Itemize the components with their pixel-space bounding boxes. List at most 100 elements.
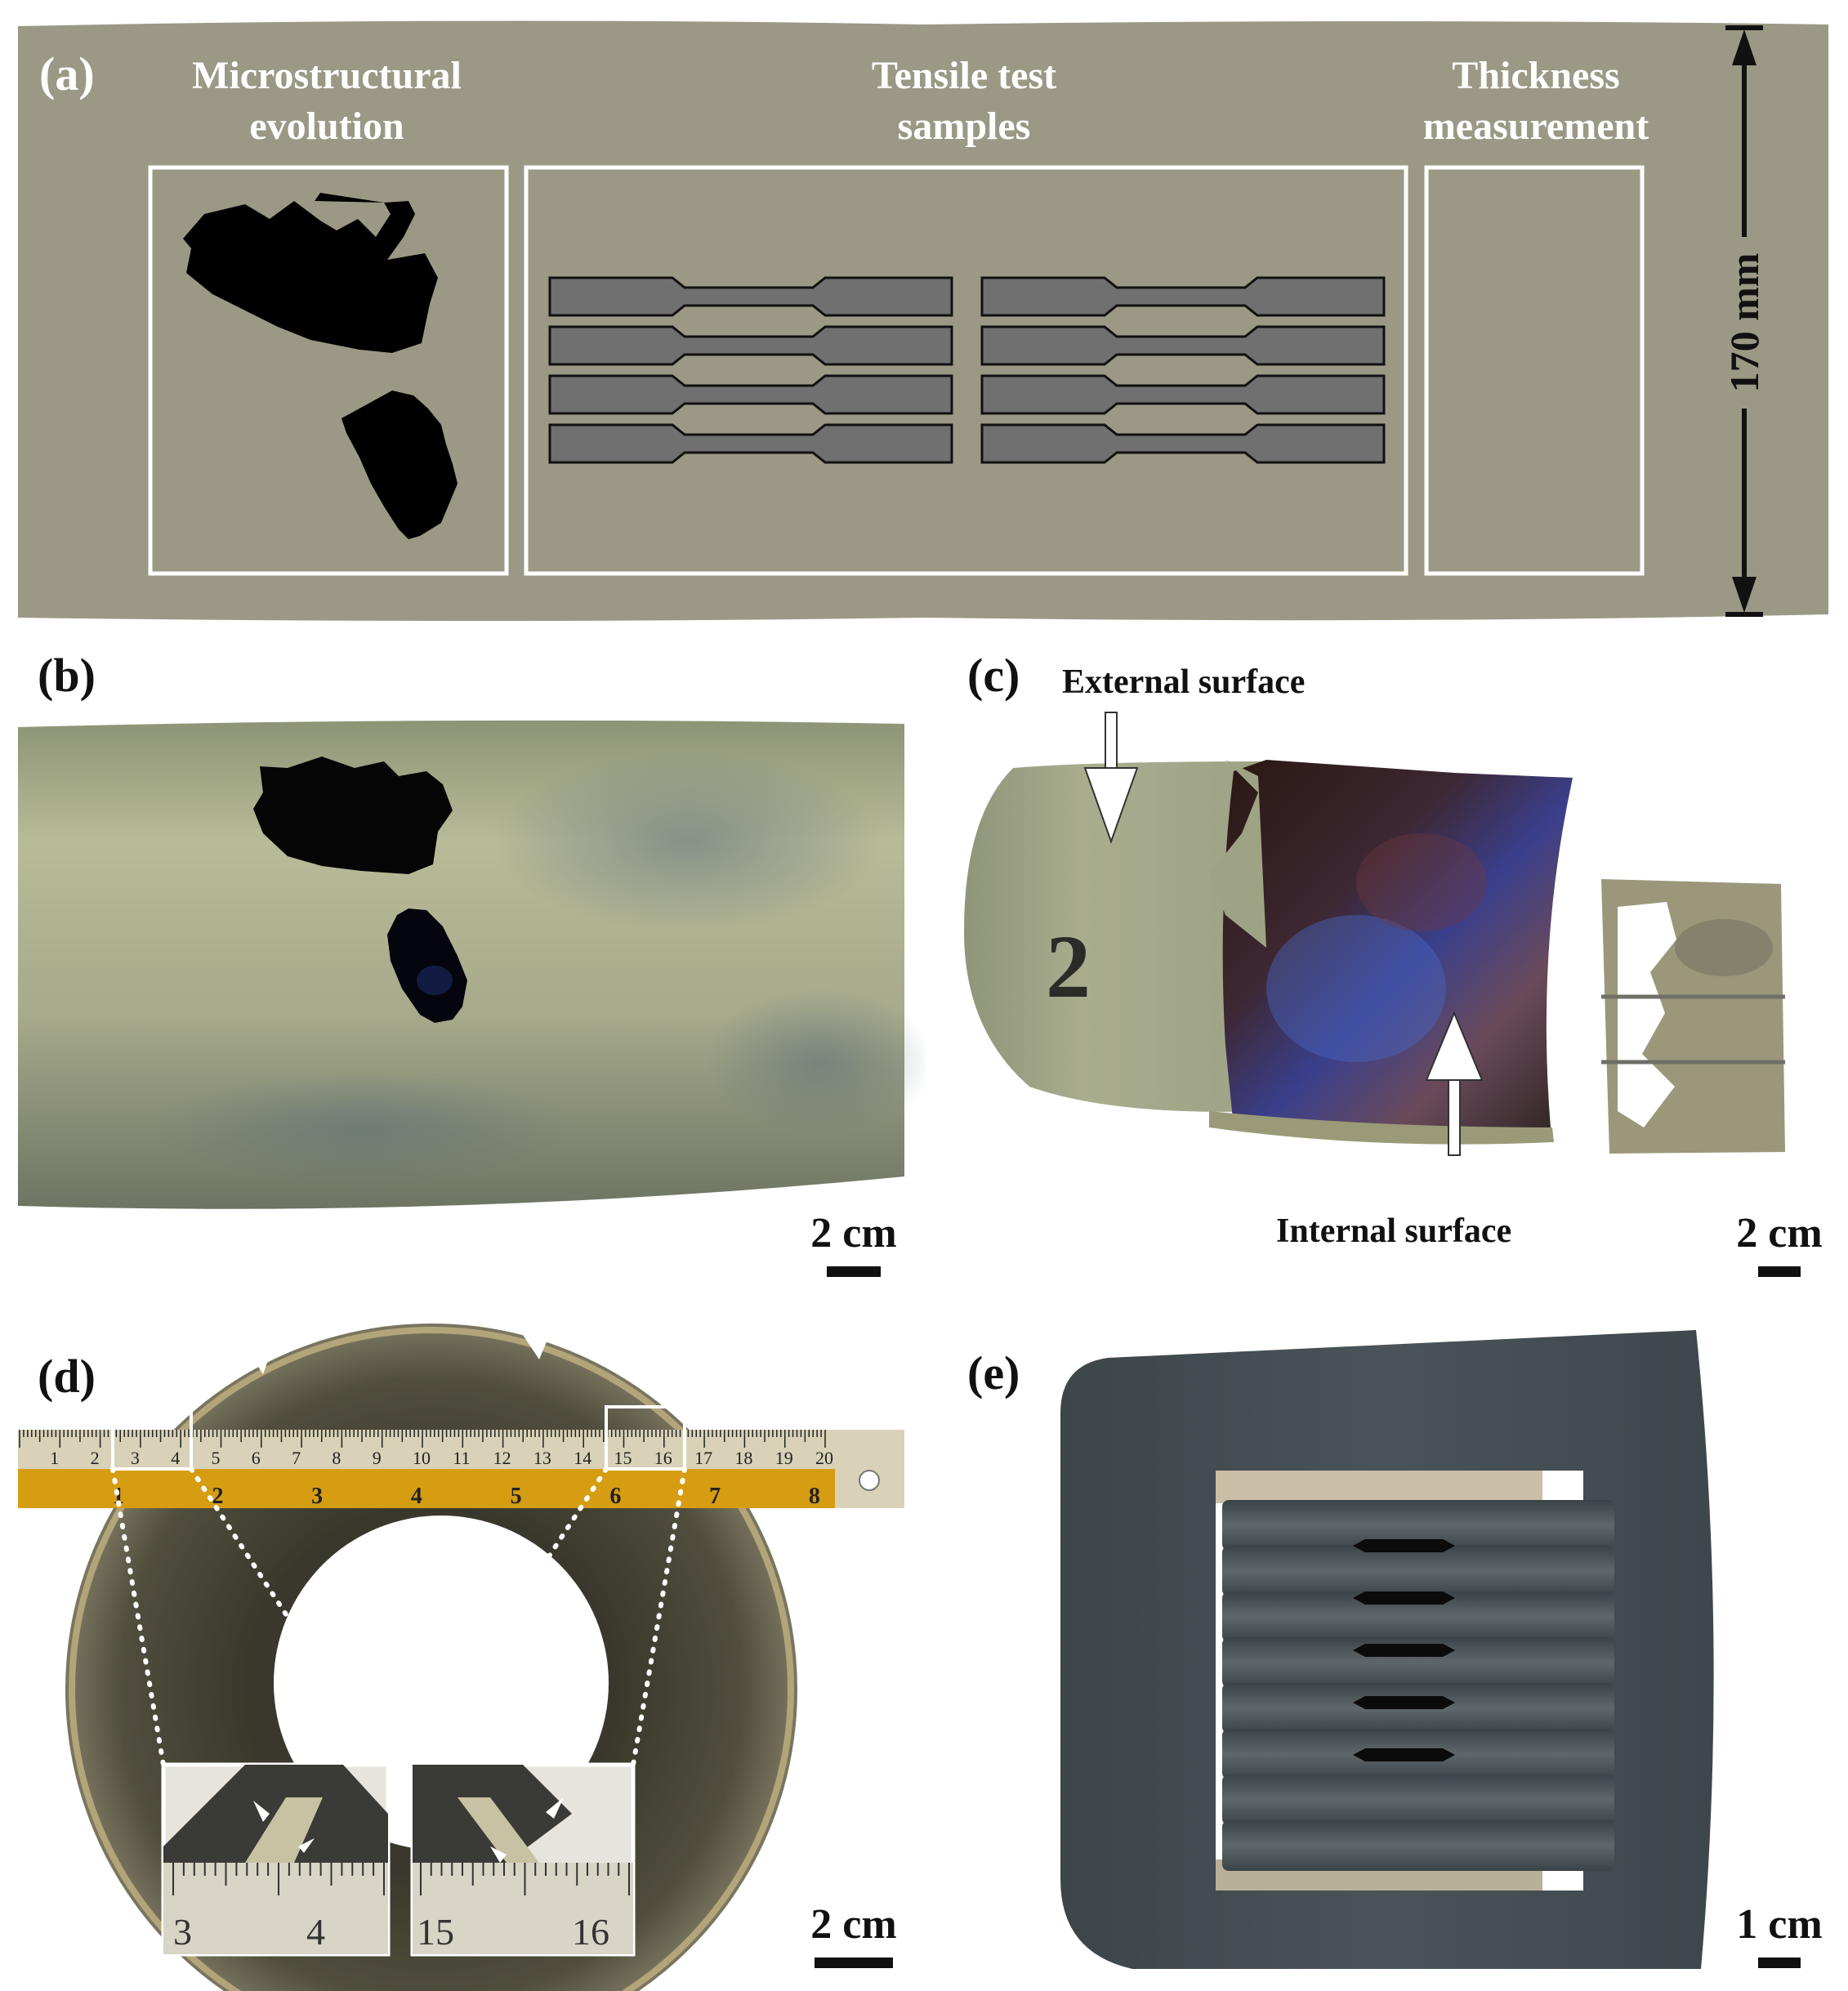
pipe-section-inner [1222,760,1573,1127]
specimen-5 [980,276,1386,317]
panel-c-label: (c) [967,649,1020,702]
ruler-bottom-number: 3 [311,1484,323,1509]
zoom-box-right [605,1405,686,1471]
inset-right-tick-15: 15 [417,1911,454,1953]
panel-a: (a) Microstructural evolution Tensile te… [0,0,1848,629]
panel-d-scale-text: 2 cm [810,1901,897,1948]
heading-thick-line1: Thickness [1452,54,1620,97]
specimen-4 [548,423,953,464]
panel-d-scale-bar: 2 cm [797,1904,911,1968]
ruler-top-number: 17 [694,1448,712,1468]
internal-surface-label: Internal surface [1276,1212,1512,1250]
arrow-external [1083,712,1139,844]
pipe-section-outer [964,761,1266,1112]
specimen-slots [1353,1539,1455,1761]
ruler-bottom-number: 4 [411,1484,422,1509]
ruler-bottom-number: 7 [709,1484,721,1509]
specimen-8 [980,423,1386,464]
specimen-6 [980,325,1386,366]
specimen-2 [548,325,953,366]
dimension-label: 170 mm [1721,252,1767,393]
ruler-top-number: 5 [212,1448,221,1468]
strip-stack [1222,1500,1614,1871]
inset-left-tick-4: 4 [306,1911,325,1953]
inset-left: 3 4 [161,1762,391,1957]
frame-microstructure [148,165,509,576]
panel-b-scale-bar: 2 cm [797,1212,911,1277]
ruler-top-number: 18 [734,1448,752,1468]
panel-a-schematic [18,20,1828,622]
ruler-top-number: 19 [775,1448,793,1468]
ruler-top-number: 11 [453,1448,470,1468]
heading-micro-line2: evolution [249,105,404,148]
dimension-arrow [1725,25,1763,617]
panel-b-scale-text: 2 cm [810,1210,897,1257]
arrow-internal [1425,1011,1484,1156]
inset-right-tick-16: 16 [572,1911,609,1953]
ruler-top-number: 15 [614,1448,632,1468]
ruler-top-number: 9 [373,1448,382,1468]
specimen-1 [548,276,953,317]
hole-large-shape [183,193,438,353]
ruler-top-number: 4 [171,1448,180,1468]
specimen-7 [980,374,1386,415]
ruler-top-number: 20 [815,1448,833,1468]
ruler-top-number: 12 [493,1448,511,1468]
ruler-top-number: 2 [91,1448,100,1468]
panel-d-label: (d) [38,1350,96,1403]
panel-b-label: (b) [38,649,96,702]
ruler-ticks [19,1430,826,1448]
panel-e-scale-line [1758,1958,1801,1968]
ruler-top-number: 1 [50,1448,59,1468]
ruler-top-number: 7 [292,1448,301,1468]
heading-micro-line1: Microstructural [192,54,462,97]
panel-c-scale-bar: 2 cm [1722,1212,1837,1277]
tensile-specimens [548,276,1386,464]
ruler-top-number: 14 [574,1448,591,1468]
pipe-marking: 2 [1046,917,1091,1016]
specimen-3 [548,374,953,415]
panel-d-scale-line [815,1958,893,1968]
panel-c-photo: 2 [964,712,1785,1156]
ruler-top-number: 13 [533,1448,551,1468]
pipe-section-lip [1209,1111,1554,1145]
heading-tensile: Tensile test samples [768,51,1160,152]
inset-left-tick-3: 3 [173,1911,192,1953]
hole-large [253,757,453,874]
panel-e-scale-bar: 1 cm [1722,1904,1837,1968]
external-surface-label: External surface [1062,663,1306,701]
ruler-yellow-band [18,1469,835,1508]
panel-e-photo [1060,1330,1714,1969]
panel-b-photo [18,720,925,1209]
heading-thickness: Thickness measurement [1389,51,1683,152]
heading-tensile-line2: samples [897,105,1031,148]
heading-tensile-line1: Tensile test [871,54,1057,97]
ruler-top-number: 16 [654,1448,672,1468]
hole-small-shape [341,391,458,539]
ruler-bottom-number: 8 [809,1484,820,1509]
zoom-box-left [111,1405,193,1471]
sheet-background [18,20,1828,622]
panel-e-label: (e) [967,1346,1020,1400]
ruler-top-number: 8 [332,1448,341,1468]
panel-c-scale-line [1758,1266,1801,1277]
frame-tensile [524,165,1408,576]
heading-microstructural: Microstructural evolution [139,51,515,152]
inset-right: 15 16 [410,1762,636,1957]
hole-small [387,908,467,1023]
panel-e-scale-text: 1 cm [1736,1901,1823,1948]
frame-thickness [1424,165,1645,576]
panel-b-scale-line [827,1266,881,1277]
ruler-bottom-number: 6 [609,1484,621,1509]
ruler-top-number: 3 [131,1448,140,1468]
cut-strip [1601,879,1785,1154]
tear-edge [1209,760,1266,948]
panel-c-scale-text: 2 cm [1736,1210,1823,1257]
ruler-bottom-number: 5 [511,1484,522,1509]
ruler-top-number: 6 [252,1448,261,1468]
heading-thick-line2: measurement [1422,105,1649,148]
